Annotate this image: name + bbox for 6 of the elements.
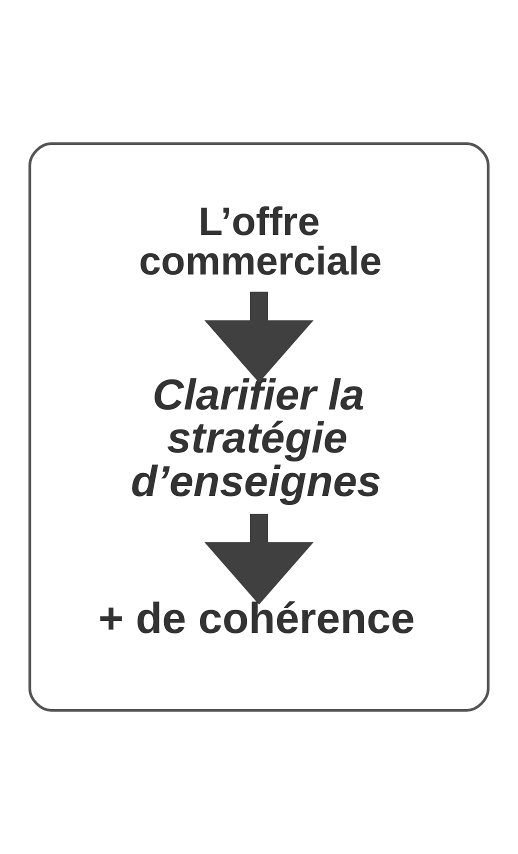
arrow xyxy=(204,292,314,383)
arrow xyxy=(204,514,314,605)
node-text: + de cohérence xyxy=(98,595,415,644)
node-text: L’offre commerciale xyxy=(138,200,382,284)
cluster xyxy=(28,142,490,712)
node-text: Clarifier la stratégie d’enseignes xyxy=(130,371,382,506)
